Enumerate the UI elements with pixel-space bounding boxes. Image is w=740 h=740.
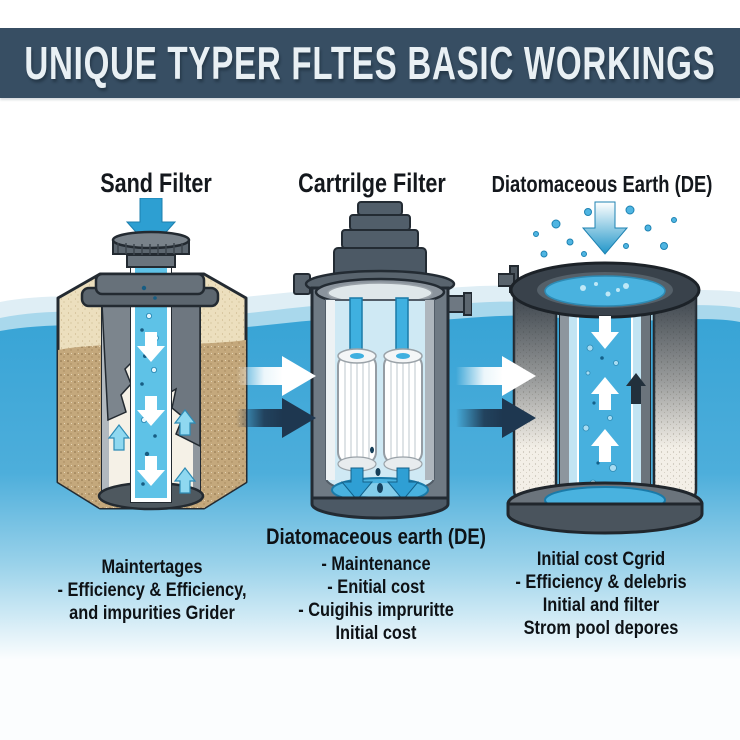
flow-arrows-icon: [591, 316, 646, 462]
flow-arrow-dark-icon: [456, 398, 536, 438]
flow-arrow-white-icon: [236, 356, 316, 396]
pleated-cartridges: [337, 348, 423, 472]
caption-line: - Cuigihis impruritte: [298, 598, 454, 621]
inflow-arrow-icon: [581, 201, 629, 255]
title-banner: UNIQUE TYPER FLTES BASIC WORKINGS: [0, 28, 740, 98]
tank-base: [506, 481, 704, 535]
splash-droplets: [533, 205, 677, 258]
flow-arrow-white-icon: [456, 356, 536, 396]
caption-line: Initial and filter: [542, 594, 660, 616]
tube-down-arrows-icon: [137, 332, 165, 486]
tank-collar: [80, 272, 220, 308]
de-coated-walls: [512, 291, 698, 516]
caption-line: Initial cost Cgrid: [536, 548, 666, 570]
ribbed-cap: [111, 230, 191, 268]
flow-arrows-cartridge-to-de: [456, 356, 536, 438]
caption-line: Strom pool depores: [523, 617, 679, 639]
outlet-down-arrows-icon: [340, 467, 420, 501]
de-filter-label: Diatomaceous Earth (DE): [491, 171, 713, 197]
caption-line: - Enitial cost: [327, 575, 425, 598]
cartridge-filter-illustration: [293, 201, 472, 520]
cartridge-filter-label: Cartrilge Filter: [298, 168, 446, 198]
sand-filter-illustration: [56, 198, 248, 511]
caption-heading: Diatomaceous earth (DE): [266, 524, 486, 549]
caption-line: and impurities Grider: [69, 602, 235, 624]
de-filter-caption: Initial cost Cgrid - Efficiency & delebr…: [515, 548, 686, 640]
caption-line: - Efficiency & Efficiency,: [57, 579, 247, 601]
cartridge-filter-caption: Diatomaceous earth (DE) - Maintenance - …: [266, 524, 486, 645]
caption-line: - Efficiency & delebris: [515, 571, 687, 593]
sand-up-arrows-icon: [107, 409, 197, 494]
open-rim: [509, 261, 701, 319]
sand-filter-label: Sand Filter: [100, 168, 212, 198]
sand-filter-caption: Maintertages - Efficiency & Efficiency, …: [57, 556, 246, 625]
caption-line: Initial cost: [335, 621, 417, 644]
page-title: UNIQUE TYPER FLTES BASIC WORKINGS: [24, 37, 716, 89]
caption-line: - Maintenance: [321, 552, 431, 575]
flow-arrows-sand-to-cartridge: [236, 356, 316, 438]
de-filter-illustration: [498, 201, 704, 535]
flow-arrow-dark-icon: [236, 398, 316, 438]
tank-base: [310, 496, 450, 520]
caption-line: Maintertages: [101, 556, 203, 578]
